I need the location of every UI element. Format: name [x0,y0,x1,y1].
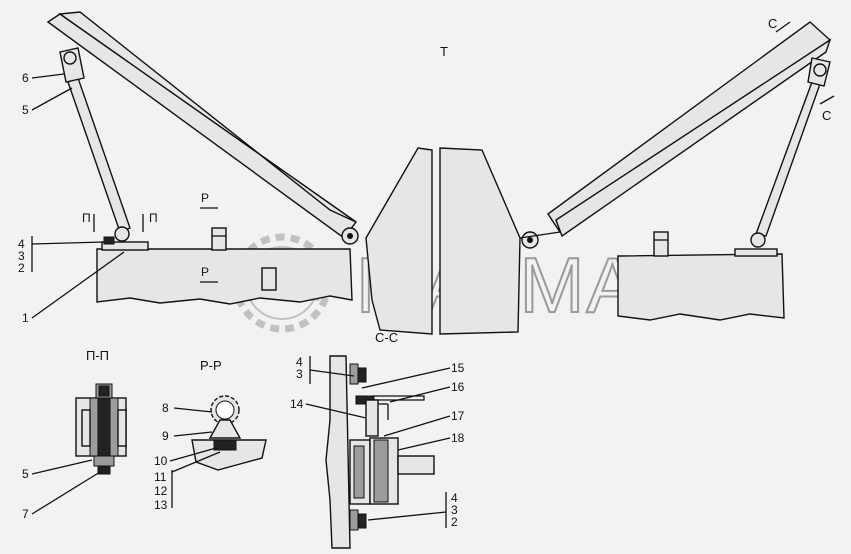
left-base-block [96,227,353,305]
callout-7: 7 [22,507,29,521]
callout-5-top: 5 [22,103,29,117]
marker-p-left: П [82,211,91,225]
callout-9: 9 [162,429,169,443]
section-cc-label: С-С [375,330,398,345]
marker-p-right: П [149,211,158,225]
marker-c-top: С [768,16,777,31]
callout-3-top: 3 [18,249,25,263]
center-wedges [365,147,521,335]
left-arm [46,11,359,245]
callout-3-cc-top: 3 [296,367,303,381]
callout-11: 11 [154,470,167,484]
callout-15: 15 [451,361,465,375]
marker-r-bottom: Р [201,265,209,279]
marker-r-top: Р [201,191,209,205]
callout-18: 18 [451,431,465,445]
callout-1: 1 [22,311,29,325]
callout-8: 8 [162,401,169,415]
right-base-block [617,231,785,321]
callout-4-cc-top: 4 [296,355,303,369]
callout-5-pp: 5 [22,467,29,481]
section-pp-label: П-П [86,348,109,363]
view-letter: Т [440,44,448,59]
right-strut [750,57,831,248]
callout-4-cc-bottom: 4 [451,491,458,505]
callout-13: 13 [154,498,168,512]
callout-2-top: 2 [18,261,25,275]
callout-14: 14 [290,397,304,411]
callout-2-cc-bottom: 2 [451,515,458,529]
right-arm [519,21,832,249]
callout-17: 17 [451,409,465,423]
marker-c-side: С [822,108,831,123]
callout-3-cc-bottom: 3 [451,503,458,517]
section-cc-drawing [325,355,435,549]
callout-10: 10 [154,454,168,468]
section-rr-drawing [191,395,267,471]
callout-16: 16 [451,380,465,394]
left-strut [59,47,131,245]
callout-6: 6 [22,71,29,85]
section-rr-label: Р-Р [200,358,222,373]
section-pp-drawing [75,383,127,475]
callout-4-top: 4 [18,237,25,251]
callout-12: 12 [154,484,168,498]
